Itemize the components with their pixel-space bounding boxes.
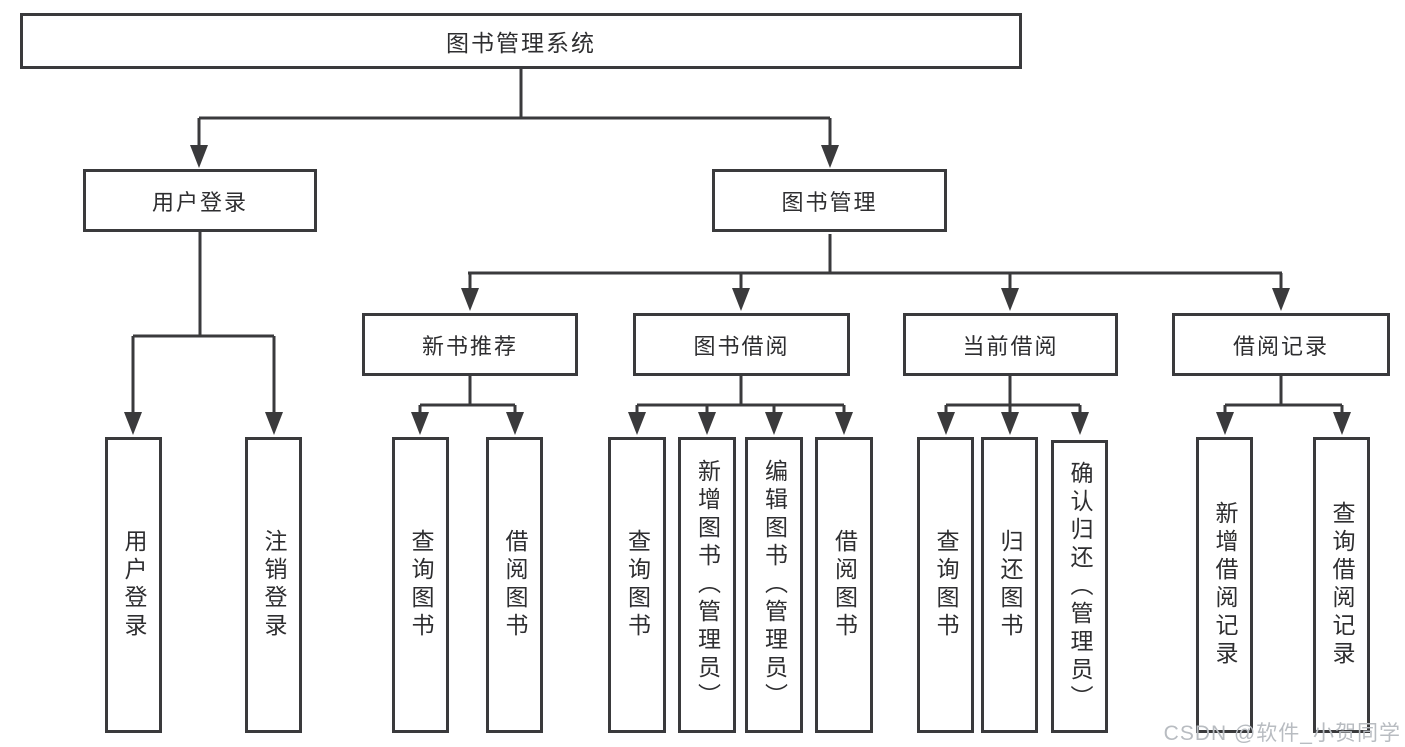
connector-path bbox=[468, 234, 1283, 291]
connector-book-management-to-level3 bbox=[461, 234, 1290, 311]
leaf-record-search: 查询借阅记录 bbox=[1313, 437, 1370, 733]
arrowhead-icon bbox=[765, 412, 783, 435]
node-label: 查询图书 bbox=[933, 529, 959, 641]
node-label: 借阅图书 bbox=[831, 529, 858, 641]
node-label: 查询借阅记录 bbox=[1329, 501, 1355, 669]
node-label: 借阅图书 bbox=[502, 529, 528, 641]
node-label: 借阅记录 bbox=[1232, 333, 1329, 359]
node-book-management: 图书管理 bbox=[712, 169, 947, 232]
leaf-current-search: 查询图书 bbox=[917, 437, 974, 733]
arrowhead-icon bbox=[265, 412, 283, 435]
node-label: 图书管理系统 bbox=[446, 30, 596, 56]
node-library-system: 图书管理系统 bbox=[20, 13, 1022, 69]
leaf-user-login: 用户登录 bbox=[105, 437, 162, 733]
arrowhead-icon bbox=[1333, 412, 1351, 435]
arrowhead-icon bbox=[190, 145, 208, 168]
leaf-current-confirm-admin: 确认归还（管理员） bbox=[1051, 440, 1108, 733]
node-label: 新增图书（管理员） bbox=[694, 459, 721, 711]
connector-user-login-to-leaves bbox=[124, 232, 283, 435]
leaf-borrow-add-admin: 新增图书（管理员） bbox=[678, 437, 736, 733]
node-label: 用户登录 bbox=[151, 189, 248, 215]
connector-path bbox=[1223, 376, 1344, 415]
csdn-watermark: CSDN @软件_小贺同学 bbox=[1163, 722, 1401, 745]
node-label: 图书管理 bbox=[781, 189, 878, 215]
node-label: 归还图书 bbox=[997, 529, 1023, 641]
leaf-borrow-search: 查询图书 bbox=[608, 437, 666, 733]
arrowhead-icon bbox=[1071, 412, 1089, 435]
connector-current-borrow-to-leaves bbox=[937, 376, 1089, 435]
node-label: 新书推荐 bbox=[421, 333, 518, 359]
arrowhead-icon bbox=[732, 288, 750, 311]
node-label: 注销登录 bbox=[261, 529, 287, 641]
node-new-book-recommend: 新书推荐 bbox=[362, 313, 578, 376]
leaf-logout: 注销登录 bbox=[245, 437, 302, 733]
arrowhead-icon bbox=[937, 412, 955, 435]
connector-book-borrow-to-leaves bbox=[628, 376, 853, 435]
connector-path bbox=[131, 232, 276, 415]
arrowhead-icon bbox=[1216, 412, 1234, 435]
connector-root-to-level2 bbox=[190, 68, 839, 168]
leaf-newbook-search: 查询图书 bbox=[392, 437, 449, 733]
arrowhead-icon bbox=[124, 412, 142, 435]
arrowhead-icon bbox=[506, 412, 524, 435]
node-current-borrow: 当前借阅 bbox=[903, 313, 1118, 376]
node-borrow-records: 借阅记录 bbox=[1172, 313, 1390, 376]
leaf-newbook-borrow: 借阅图书 bbox=[486, 437, 543, 733]
node-label: 查询图书 bbox=[624, 529, 651, 641]
connector-path bbox=[418, 376, 517, 415]
connector-new-book-to-leaves bbox=[411, 376, 524, 435]
leaf-current-return: 归还图书 bbox=[981, 437, 1038, 733]
node-label: 用户登录 bbox=[121, 529, 147, 641]
arrowhead-icon bbox=[698, 412, 716, 435]
node-book-borrow: 图书借阅 bbox=[633, 313, 850, 376]
node-label: 编辑图书（管理员） bbox=[761, 459, 788, 711]
node-user-login: 用户登录 bbox=[83, 169, 317, 232]
leaf-borrow-borrow: 借阅图书 bbox=[815, 437, 873, 733]
node-label: 新增借阅记录 bbox=[1212, 501, 1238, 669]
arrowhead-icon bbox=[1001, 412, 1019, 435]
node-label: 确认归还（管理员） bbox=[1067, 460, 1093, 713]
leaf-borrow-edit-admin: 编辑图书（管理员） bbox=[745, 437, 803, 733]
arrowhead-icon bbox=[835, 412, 853, 435]
arrowhead-icon bbox=[411, 412, 429, 435]
connector-path bbox=[635, 376, 846, 415]
node-label: 当前借阅 bbox=[962, 333, 1059, 359]
node-label: 图书借阅 bbox=[693, 333, 790, 359]
connector-borrow-records-to-leaves bbox=[1216, 376, 1351, 435]
node-label: 查询图书 bbox=[408, 529, 434, 641]
arrowhead-icon bbox=[1001, 288, 1019, 311]
arrowhead-icon bbox=[461, 288, 479, 311]
arrowhead-icon bbox=[1272, 288, 1290, 311]
connector-path bbox=[197, 68, 832, 148]
connector-path bbox=[944, 376, 1082, 415]
leaf-record-add: 新增借阅记录 bbox=[1196, 437, 1253, 733]
arrowhead-icon bbox=[628, 412, 646, 435]
arrowhead-icon bbox=[821, 145, 839, 168]
